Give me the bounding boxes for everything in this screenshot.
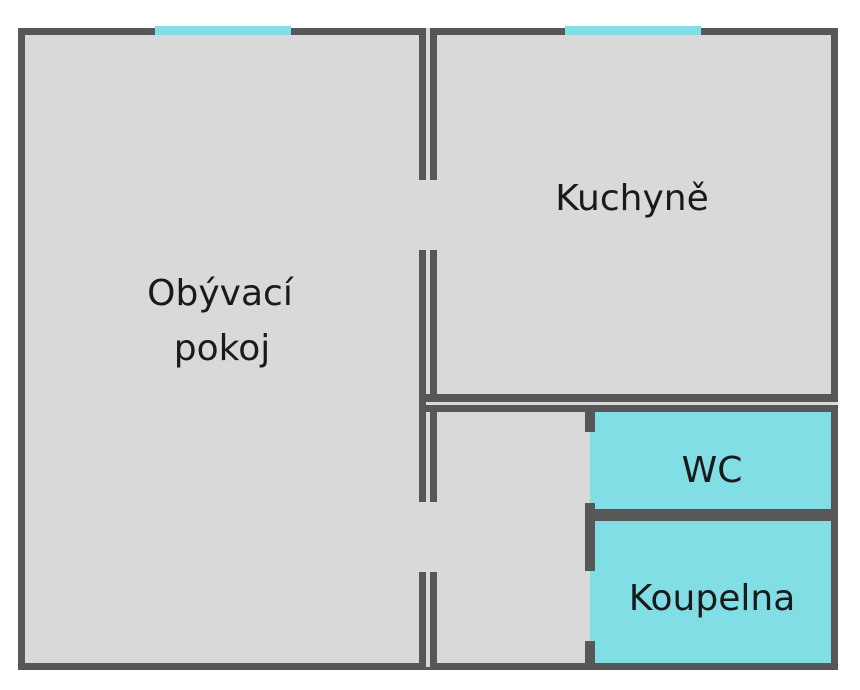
wall-gap-middle [426,250,430,502]
living-room-label-line2: pokoj [174,328,270,369]
wall-kitchen-hall-b [426,405,838,412]
wall-hall-wc-middle [585,503,595,571]
wall-hall-bath-bottom [585,641,595,670]
living-room-label-line1: Obývací [147,273,294,314]
wc-label: WC [682,450,743,491]
window-living-room [155,26,291,35]
wall-gap-lower [426,572,430,667]
wall-hall-wc-top [585,408,595,432]
wall-kitchen-hall-gap [426,402,838,406]
kitchen-label: Kuchyně [555,178,709,219]
window-kitchen [565,26,701,35]
bathroom-floor [590,514,835,667]
wall-kitchen-hall-a [426,394,838,402]
wall-gap-upper [426,28,430,180]
bathroom-label: Koupelna [629,578,796,619]
wall-wc-bathroom [590,509,838,521]
wc-floor [590,408,835,514]
